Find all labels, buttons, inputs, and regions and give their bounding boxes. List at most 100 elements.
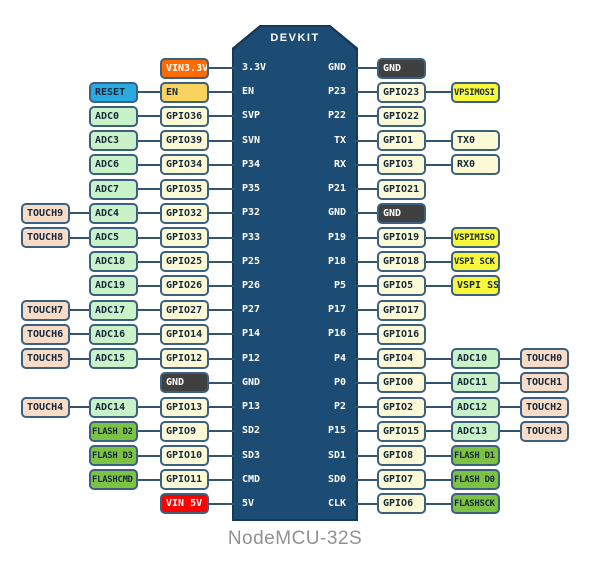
chip-pin-l-svn: SVN (242, 135, 261, 146)
pin-box-adc11: ADC11 (451, 372, 500, 393)
pin-box-flash-d0: FLASH D0 (451, 469, 500, 490)
pin-box-gpio32: GPIO32 (160, 203, 209, 224)
pin-box-vspi-ss: VSPI SS (451, 275, 500, 296)
pin-box-gpio33: GPIO33 (160, 227, 209, 248)
pin-box-adc15: ADC15 (89, 348, 138, 369)
chip-pin-l-p27: P27 (242, 304, 261, 315)
pin-box-gpio11: GPIO11 (160, 469, 209, 490)
pin-box-adc5: ADC5 (89, 227, 138, 248)
pin-box-gpio15: GPIO15 (377, 421, 426, 442)
pin-box-gpio39: GPIO39 (160, 130, 209, 151)
chip-pin-l-sd3: SD3 (242, 450, 261, 461)
chip-pin-l-gnd: GND (242, 377, 261, 388)
chip-pin-l-p25: P25 (242, 256, 261, 267)
pin-box-flash-d2: FLASH D2 (89, 421, 138, 442)
chip-pin-r-p21: P21 (327, 183, 346, 194)
pin-box-vin3-3v: VIN3.3V (160, 58, 209, 79)
pin-box-gpio8: GPIO8 (377, 445, 426, 466)
chip-pin-l-p32: P32 (242, 207, 261, 218)
pin-box-flashsck: FLASHSCK (451, 493, 500, 514)
chip-pin-r-p16: P16 (327, 328, 346, 339)
pin-box-adc12: ADC12 (451, 397, 500, 418)
pin-box-touch8: TOUCH8 (21, 227, 70, 248)
pin-box-flash-d3: FLASH D3 (89, 445, 138, 466)
chip-pin-l-p13: P13 (242, 401, 261, 412)
chip-pin-r-gnd: GND (327, 62, 346, 73)
pin-box-gpio17: GPIO17 (377, 300, 426, 321)
chip-pin-r-p19: P19 (327, 232, 346, 243)
pin-box-gpio7: GPIO7 (377, 469, 426, 490)
pin-box-gpio3: GPIO3 (377, 154, 426, 175)
pin-box-gpio14: GPIO14 (160, 324, 209, 345)
pin-box-adc19: ADC19 (89, 275, 138, 296)
pin-box-flash-d1: FLASH D1 (451, 445, 500, 466)
chip-pin-l-cmd: CMD (242, 474, 261, 485)
pin-box-gnd: GND (377, 203, 426, 224)
pin-box-gpio10: GPIO10 (160, 445, 209, 466)
pin-box-gpio6: GPIO6 (377, 493, 426, 514)
board-name: NodeMCU-32S (227, 528, 363, 549)
pin-box-touch9: TOUCH9 (21, 203, 70, 224)
chip-pin-r-tx: TX (333, 135, 346, 146)
pin-box-touch0: TOUCH0 (520, 348, 569, 369)
pin-box-touch3: TOUCH3 (520, 421, 569, 442)
chip-pin-r-p15: P15 (327, 425, 346, 436)
pin-box-tx0: TX0 (451, 130, 500, 151)
pin-box-en: EN (160, 82, 209, 103)
chip-pin-l-svp: SVP (242, 110, 261, 121)
chip-body (234, 27, 356, 519)
chip-pin-l-p34: P34 (242, 159, 261, 170)
chip-pin-l-3-3v: 3.3V (242, 62, 267, 73)
pin-box-gpio16: GPIO16 (377, 324, 426, 345)
pin-box-gpio1: GPIO1 (377, 130, 426, 151)
pin-box-adc13: ADC13 (451, 421, 500, 442)
pin-box-touch2: TOUCH2 (520, 397, 569, 418)
pin-box-adc4: ADC4 (89, 203, 138, 224)
pin-box-gpio36: GPIO36 (160, 106, 209, 127)
pin-box-touch5: TOUCH5 (21, 348, 70, 369)
pin-box-gpio22: GPIO22 (377, 106, 426, 127)
pin-box-gpio4: GPIO4 (377, 348, 426, 369)
chip-pin-r-clk: CLK (327, 498, 346, 509)
pin-box-adc14: ADC14 (89, 397, 138, 418)
pin-box-gpio19: GPIO19 (377, 227, 426, 248)
chip-pin-l-sd2: SD2 (242, 425, 261, 436)
pin-box-rx0: RX0 (451, 154, 500, 175)
pin-box-vspi-sck: VSPI SCK (451, 251, 500, 272)
pin-box-gpio13: GPIO13 (160, 397, 209, 418)
chip-pin-l-p14: P14 (242, 328, 261, 339)
pin-box-gpio27: GPIO27 (160, 300, 209, 321)
chip-pin-l-p35: P35 (242, 183, 261, 194)
pin-box-gpio12: GPIO12 (160, 348, 209, 369)
chip-pin-r-sd0: SD0 (327, 474, 346, 485)
pin-box-gnd: GND (377, 58, 426, 79)
pin-box-adc7: ADC7 (89, 179, 138, 200)
pin-box-adc16: ADC16 (89, 324, 138, 345)
pin-box-gpio18: GPIO18 (377, 251, 426, 272)
pin-box-gpio34: GPIO34 (160, 154, 209, 175)
pin-box-vin-5v: VIN 5V (160, 493, 209, 514)
pin-box-reset: RESET (89, 82, 138, 103)
pin-box-touch6: TOUCH6 (21, 324, 70, 345)
pin-box-gpio21: GPIO21 (377, 179, 426, 200)
pin-box-vpsimosi: VPSIMOSI (451, 82, 500, 103)
chip-pin-r-p17: P17 (327, 304, 346, 315)
chip-pin-r-p5: P5 (333, 280, 346, 291)
pin-box-gpio26: GPIO26 (160, 275, 209, 296)
pin-box-touch7: TOUCH7 (21, 300, 70, 321)
chip-pin-r-p2: P2 (333, 401, 346, 412)
pin-box-adc18: ADC18 (89, 251, 138, 272)
chip-pin-l-en: EN (242, 86, 255, 97)
chip-pin-r-p0: P0 (333, 377, 346, 388)
chip-pin-r-sd1: SD1 (327, 450, 346, 461)
pin-box-adc17: ADC17 (89, 300, 138, 321)
pin-box-gpio9: GPIO9 (160, 421, 209, 442)
pin-box-gpio35: GPIO35 (160, 179, 209, 200)
chip-pin-r-gnd: GND (327, 207, 346, 218)
pin-box-gnd: GND (160, 372, 209, 393)
pin-box-touch1: TOUCH1 (520, 372, 569, 393)
chip-pin-r-rx: RX (333, 159, 346, 170)
pin-box-gpio5: GPIO5 (377, 275, 426, 296)
chip-pin-l-p33: P33 (242, 232, 261, 243)
